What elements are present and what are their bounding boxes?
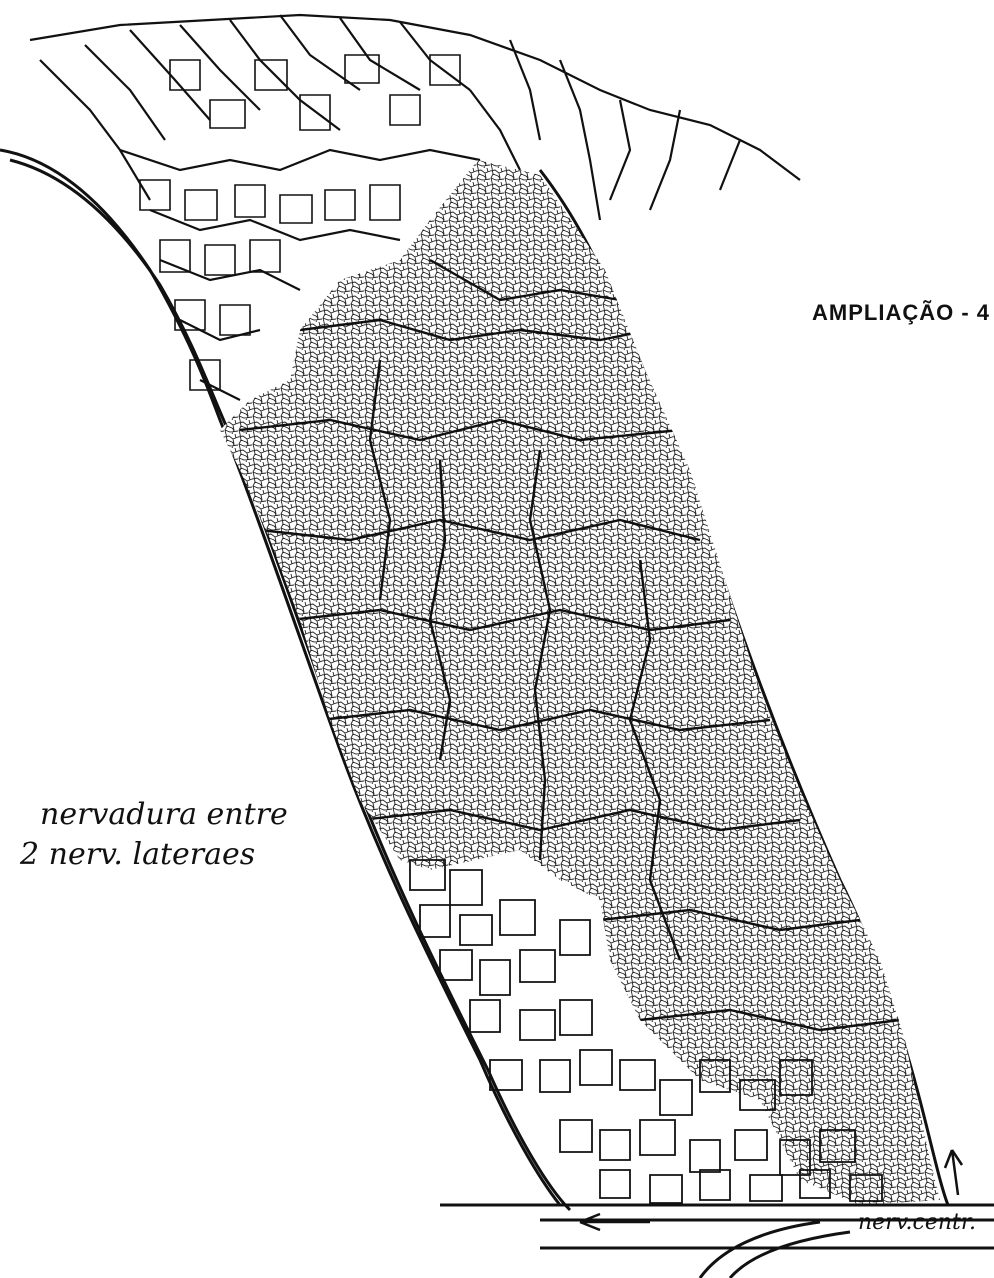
direction-arrow-left [580,1214,650,1230]
annotation-line-1: nervadura entre [40,795,288,835]
annotation-line-2: 2 nerv. lateraes [20,835,255,875]
direction-arrow-up [945,1150,962,1195]
central-vein-label: nerv.centr. [858,1210,976,1235]
magnification-label: AMPLIAÇÃO - 4 [812,300,990,326]
